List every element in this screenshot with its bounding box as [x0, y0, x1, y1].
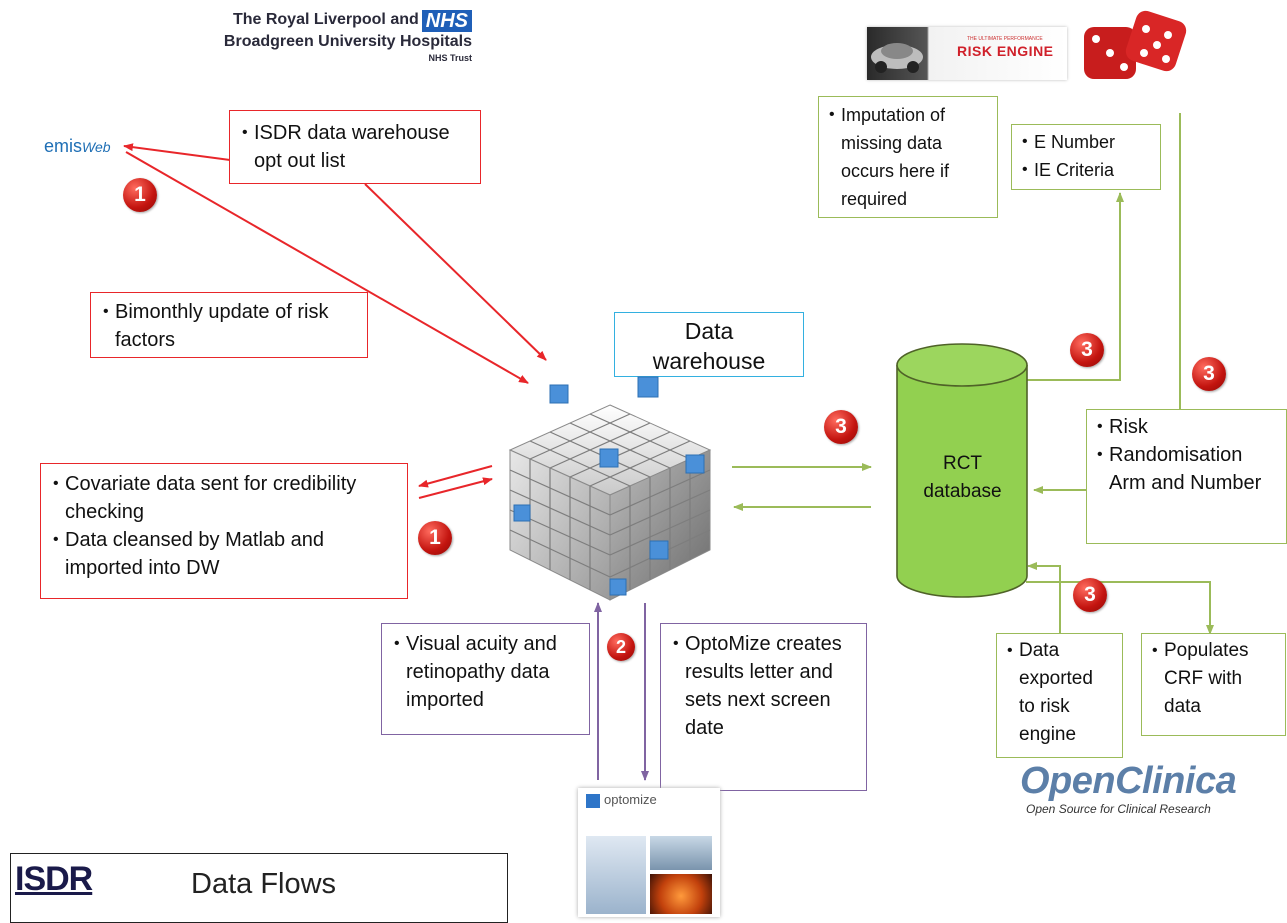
footer-title-box: ISDR Data Flows [10, 853, 508, 923]
openclinica-name: OpenClinica [1020, 760, 1237, 802]
arrow-covariate-to-warehouse [418, 477, 493, 499]
step-3-badge: 3 [1070, 333, 1104, 367]
rct-database-cylinder [896, 343, 1028, 598]
optomize-results-box: OptoMize creates results letter and sets… [660, 623, 867, 791]
e-number-box: E Number IE Criteria [1011, 124, 1161, 190]
e-number-text: E Number [1020, 128, 1152, 156]
arrow-emis-to-warehouse [125, 151, 529, 384]
emis-web-logo: emisWeb [44, 136, 111, 157]
optomize-logo: optomize [578, 788, 720, 917]
openclinica-logo: OpenClinica Open Source for Clinical Res… [1020, 760, 1282, 816]
dice-icon [1084, 10, 1187, 79]
car-icon [871, 43, 923, 73]
covariate-text-2: Data cleansed by Matlab and imported int… [51, 526, 397, 582]
arrow-export-to-rct [1027, 562, 1061, 634]
retina-photo [650, 874, 712, 914]
risk-randomisation-box: Risk Randomisation Arm and Number [1086, 409, 1287, 544]
step-3-badge: 3 [824, 410, 858, 444]
risk-engine-logo: THE ULTIMATE PERFORMANCE RISK ENGINE [867, 27, 1067, 80]
data-exported-box: Data exported to risk engine [996, 633, 1123, 758]
imputation-box: Imputation of missing data occurs here i… [818, 96, 998, 218]
optomize-logo-text: optomize [604, 792, 657, 807]
step-1-badge: 1 [123, 178, 157, 212]
isdr-opt-out-text: ISDR data warehouse opt out list [240, 119, 470, 175]
step-1-badge: 1 [418, 521, 452, 555]
trust-name-line2: Broadgreen University Hospitals [223, 33, 472, 50]
bimonthly-update-box: Bimonthly update of risk factors [90, 292, 368, 358]
trust-name-line1: The Royal Liverpool and [232, 11, 419, 28]
arrow-optout-to-emis [123, 143, 231, 161]
covariate-box: Covariate data sent for credibility chec… [40, 463, 408, 599]
data-exported-text: Data exported to risk engine [1005, 637, 1114, 749]
isdr-opt-out-box: ISDR data warehouse opt out list [229, 110, 481, 184]
emis-logo-text: emis [44, 136, 83, 156]
cube-grid-icon [508, 376, 712, 601]
isdr-logo: ISDR [15, 860, 93, 898]
optomize-results-text: OptoMize creates results letter and sets… [671, 630, 856, 742]
populates-crf-text: Populates CRF with data [1150, 637, 1277, 721]
visual-acuity-box: Visual acuity and retinopathy data impor… [381, 623, 590, 735]
populates-crf-box: Populates CRF with data [1141, 633, 1286, 736]
rct-database-label: RCT database [923, 453, 1002, 502]
arrow-rct-to-enumber [1026, 192, 1124, 381]
emis-logo-web: Web [82, 139, 111, 155]
risk-engine-tagline: THE ULTIMATE PERFORMANCE [967, 36, 1043, 42]
arrow-rct-to-crf [1026, 581, 1214, 635]
randomisation-text: Randomisation Arm and Number [1095, 441, 1278, 497]
footer-title: Data Flows [191, 868, 337, 900]
arrow-optout-to-warehouse [364, 183, 547, 361]
trust-name-line3: NHS Trust [428, 53, 472, 63]
doctor-photo [586, 836, 646, 914]
bimonthly-update-text: Bimonthly update of risk factors [101, 298, 357, 354]
openclinica-tagline: Open Source for Clinical Research [1026, 802, 1211, 816]
step-2-badge: 2 [607, 633, 635, 661]
risk-text: Risk [1095, 413, 1278, 441]
data-warehouse-title: Data warehouse [614, 312, 804, 377]
nhs-badge: NHS [421, 10, 472, 32]
step-3-badge: 3 [1192, 357, 1226, 391]
risk-engine-title: RISK ENGINE [957, 43, 1054, 59]
clinic-photo [650, 836, 712, 870]
arrow-warehouse-to-covariate [418, 465, 493, 488]
imputation-text: Imputation of missing data occurs here i… [827, 101, 989, 213]
visual-acuity-text: Visual acuity and retinopathy data impor… [392, 630, 579, 714]
optomize-mark-icon [586, 794, 600, 808]
covariate-text-1: Covariate data sent for credibility chec… [51, 470, 397, 526]
step-3-badge: 3 [1073, 578, 1107, 612]
ie-criteria-text: IE Criteria [1020, 156, 1152, 184]
